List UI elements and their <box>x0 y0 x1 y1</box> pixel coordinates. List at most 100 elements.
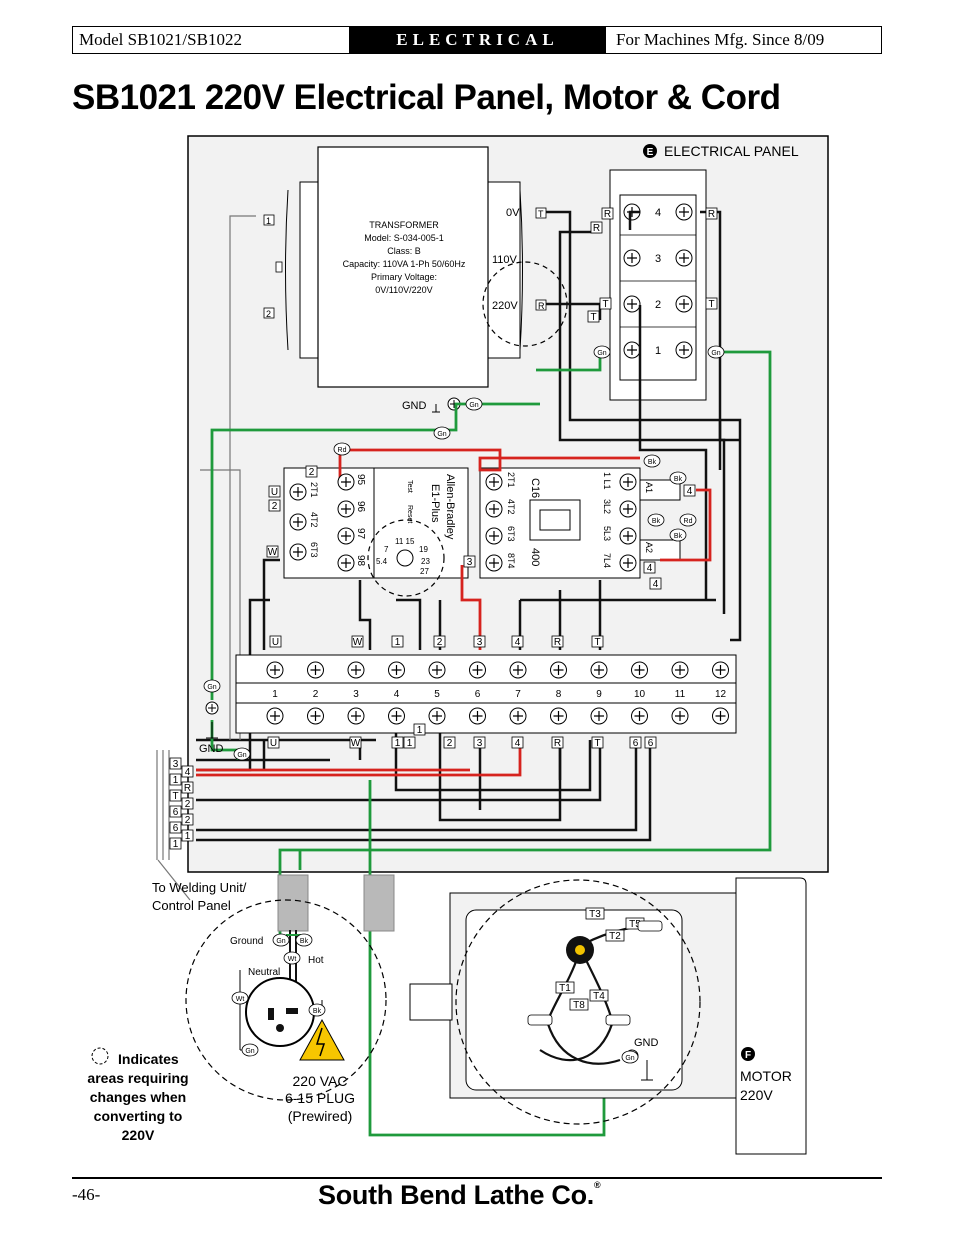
top-wire-label-3-box <box>433 635 446 648</box>
bottom-wire-label-9-box <box>629 736 642 749</box>
tag-gn-motor-marker <box>621 1050 639 1064</box>
top-wire-label-7: T <box>594 637 600 648</box>
footer-rule <box>72 1177 882 1179</box>
badge-f: F <box>745 1050 751 1061</box>
svg-text:19: 19 <box>419 545 428 554</box>
motor-lead-T4-box <box>589 989 609 1002</box>
svg-text:23: 23 <box>421 557 430 566</box>
strip-number: 1 <box>655 345 661 357</box>
tag-gn-plug-1-marker <box>272 933 290 947</box>
cable-left-label-2-box <box>169 789 182 802</box>
top-wire-label-5-box <box>511 635 524 648</box>
terminal-number: 6 <box>475 689 481 700</box>
contactor-top-term: 6T3 <box>506 526 516 542</box>
bottom-wire-label-2-box <box>391 736 404 749</box>
tag-gn-plug-1: Gn <box>276 938 285 945</box>
motor-voltage: 220V <box>740 1087 773 1103</box>
motor-lead-T2: T2 <box>609 931 621 942</box>
top-wire-label-4-box <box>473 635 486 648</box>
tag-gn-3-marker <box>593 345 611 359</box>
overload-top-term: 95 <box>355 474 366 486</box>
tag-gn-2-marker <box>433 426 451 440</box>
cable-right-label-4-box <box>181 829 194 842</box>
cable-left-label-5: 1 <box>173 839 179 850</box>
tag-bk-1: Bk <box>648 459 657 466</box>
tag-wt-plug-2-marker <box>231 991 249 1005</box>
tag-2-b-box <box>268 499 281 512</box>
tag-u-box <box>268 485 281 498</box>
tag-gn-motor: Gn <box>625 1055 634 1062</box>
cable-left-label-0: 3 <box>173 759 179 770</box>
legend-line-5: 220V <box>122 1127 155 1143</box>
bottom-wire-label-10: 6 <box>648 738 654 749</box>
tag-gn-4-marker <box>707 345 725 359</box>
bottom-wire-label-5: 3 <box>477 738 483 749</box>
tag-bk-plug-1: Bk <box>300 938 309 945</box>
overload-top-term: 98 <box>355 555 366 567</box>
cable-right-label-0: 4 <box>185 767 191 778</box>
motor-lead-T4: T4 <box>593 991 605 1002</box>
motor-lead-T2-box <box>605 929 625 942</box>
coil-term: A2 <box>644 542 654 553</box>
tag-gn-6: Gn <box>237 752 246 759</box>
cord-sleeve <box>277 874 309 932</box>
badge-e: E <box>647 147 654 158</box>
motor-lead-T8-box <box>569 998 589 1011</box>
tag-r-1-box <box>601 207 614 220</box>
strip-number: 3 <box>655 253 661 265</box>
svg-text:R: R <box>538 301 545 311</box>
plug-label-2: 6-15 PLUG <box>285 1090 355 1106</box>
bottom-wire-label-6: 4 <box>515 738 521 749</box>
coil-term: A1 <box>644 482 654 493</box>
tag-t-1-box <box>599 297 612 310</box>
tag-bk-4: Bk <box>674 533 683 540</box>
tag-bk-plug-2: Bk <box>313 1008 322 1015</box>
tag-wt-plug-1-marker <box>283 951 301 965</box>
svg-text:5.4: 5.4 <box>376 557 388 566</box>
tag-wt-plug-1: Wt <box>288 956 297 963</box>
tag-rd-1: Rd <box>338 447 347 454</box>
tag-bk-3-marker <box>647 513 665 527</box>
bottom-wire-label-2: 1 <box>395 738 401 749</box>
terminal-number: 1 <box>272 689 278 700</box>
cable-left-label-5-box <box>169 837 182 850</box>
bottom-wire-label-4: 2 <box>447 738 453 749</box>
cable-right-label-0-box <box>181 765 194 778</box>
svg-text:Allen-Bradley: Allen-Bradley <box>444 474 456 540</box>
transformer-primary: Primary Voltage: <box>371 272 437 282</box>
tag-gn-5-marker <box>203 679 221 693</box>
tag-2-a-box <box>305 465 318 478</box>
brand-name: South Bend Lathe Co. <box>318 1180 594 1210</box>
tag-bk-plug-1-marker <box>295 933 313 947</box>
tag-r-3: R <box>708 209 715 220</box>
terminal-number: 8 <box>556 689 562 700</box>
bottom-wire-label-3-box <box>403 736 416 749</box>
transformer-model: Model: S-034-005-1 <box>364 233 444 243</box>
tag-gn-1: Gn <box>469 402 478 409</box>
tag-t-3-box <box>705 297 718 310</box>
svg-text:Test: Test <box>406 480 413 493</box>
svg-text:1: 1 <box>266 216 271 226</box>
terminal-number: 11 <box>675 689 686 700</box>
top-wire-label-4: 3 <box>477 637 483 648</box>
transformer-class: Class: B <box>387 246 421 256</box>
plug-ground: Ground <box>230 936 263 947</box>
cable-left-label-3-box <box>169 805 182 818</box>
wire-nut-top <box>637 920 663 932</box>
terminal-number: 4 <box>394 689 400 700</box>
gnd-label-motor: GND <box>634 1037 659 1049</box>
legend-line-3: changes when <box>90 1089 186 1105</box>
badge-e-icon <box>643 144 657 158</box>
cable-right-label-2-box <box>181 797 194 810</box>
cable-left-label-1: 1 <box>173 775 179 786</box>
tag-4-a: 4 <box>687 486 693 497</box>
bottom-wire-label-1-box <box>349 736 362 749</box>
svg-text:2: 2 <box>266 309 271 319</box>
bottom-wire-label-6-box <box>511 736 524 749</box>
transformer-capacity: Capacity: 110VA 1-Ph 50/60Hz <box>343 259 466 269</box>
overload-top-term: 97 <box>355 528 366 540</box>
page-title: SB1021 220V Electrical Panel, Motor & Co… <box>72 78 781 117</box>
cable-right-label-3: 2 <box>185 815 191 826</box>
contactor-top-term: 2T1 <box>506 472 516 488</box>
